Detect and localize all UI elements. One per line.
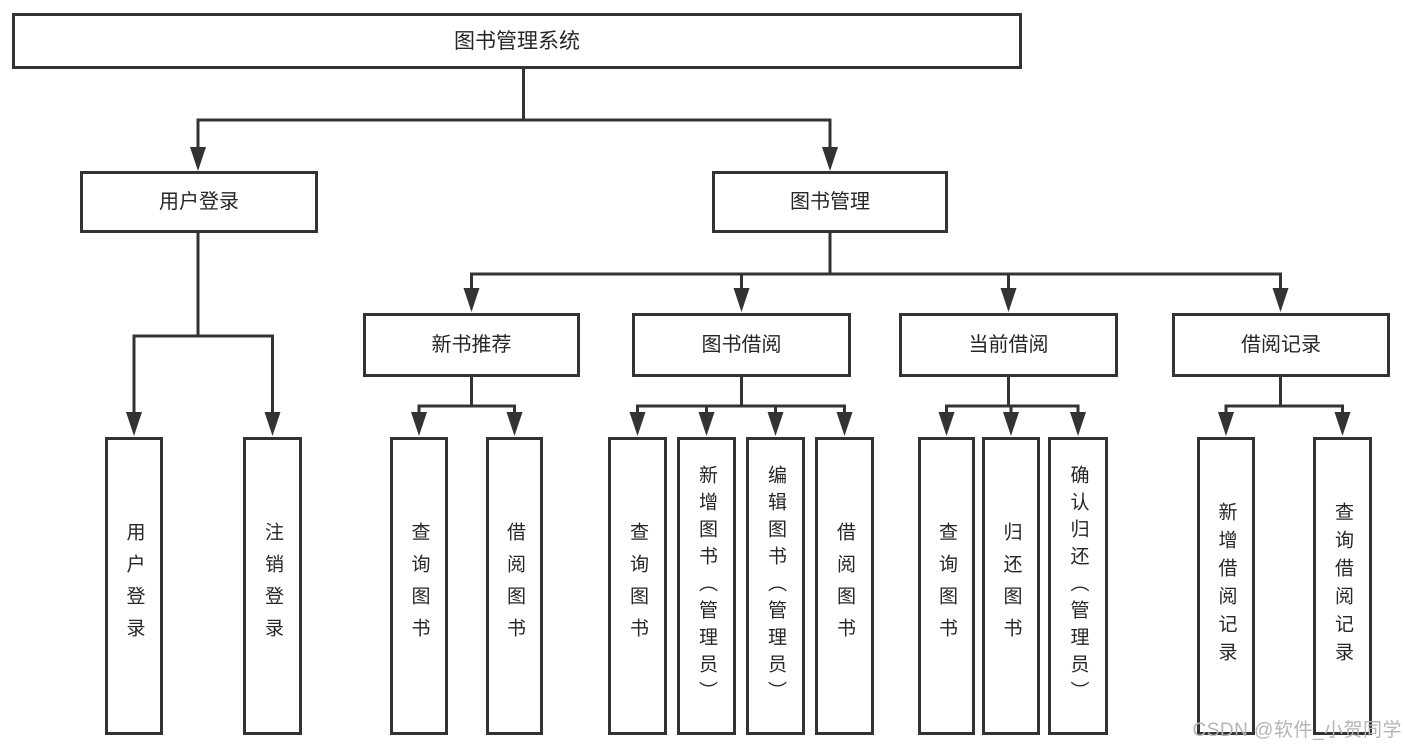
leaf-bb-borrow-books: 借阅图书 <box>815 437 874 735</box>
arrow-to-leaf-logout <box>264 412 281 436</box>
arrow-to-book-borrow <box>733 288 750 312</box>
node-borrow-records: 借阅记录 <box>1172 313 1390 377</box>
leaf-nb-query-books: 查询图书 <box>390 437 448 735</box>
arrow-to-leaf-bb-edit <box>767 412 784 436</box>
arrow-to-leaf-br-query <box>1334 412 1351 436</box>
arrow-to-leaf-user-login <box>126 412 142 436</box>
arrow-to-book-management <box>822 147 838 171</box>
arrow-to-leaf-bb-add <box>698 412 715 436</box>
arrow-to-leaf-cb-query <box>938 412 955 436</box>
leaf-cb-query-books: 查询图书 <box>918 437 975 735</box>
node-root: 图书管理系统 <box>12 13 1022 69</box>
node-user-login: 用户登录 <box>80 171 318 233</box>
leaf-cb-confirm-return: 确认归还（管理员） <box>1048 437 1108 735</box>
leaf-bb-query-books: 查询图书 <box>608 437 667 735</box>
watermark: CSDN @软件_小贺同学 <box>1192 720 1402 741</box>
arrow-to-borrow-records <box>1272 288 1289 312</box>
arrow-to-leaf-nb-query <box>411 412 427 436</box>
arrow-to-leaf-cb-confirm <box>1070 412 1086 436</box>
leaf-bb-edit-books: 编辑图书（管理员） <box>746 437 805 735</box>
arrow-to-leaf-br-add <box>1218 412 1234 436</box>
leaf-cb-return-books: 归还图书 <box>982 437 1040 735</box>
node-new-book-recommend: 新书推荐 <box>363 313 580 377</box>
arrow-to-current-borrow <box>1000 288 1017 312</box>
node-current-borrow: 当前借阅 <box>899 313 1118 377</box>
leaf-logout: 注销登录 <box>243 437 302 735</box>
arrow-to-new-book-recommend <box>463 288 480 312</box>
leaf-nb-borrow-books: 借阅图书 <box>486 437 543 735</box>
arrow-to-leaf-cb-return <box>1003 412 1019 436</box>
leaf-br-query-record: 查询借阅记录 <box>1313 437 1372 735</box>
leaf-user-login: 用户登录 <box>105 437 163 735</box>
arrow-to-leaf-nb-borrow <box>506 412 523 436</box>
arrow-to-leaf-bb-query <box>629 412 646 436</box>
leaf-br-add-record: 新增借阅记录 <box>1197 437 1255 735</box>
node-book-management: 图书管理 <box>712 171 948 233</box>
leaf-bb-add-books: 新增图书（管理员） <box>677 437 736 735</box>
arrow-to-user-login <box>190 147 206 171</box>
arrow-to-leaf-bb-borrow <box>836 412 853 436</box>
node-book-borrow: 图书借阅 <box>632 313 851 377</box>
